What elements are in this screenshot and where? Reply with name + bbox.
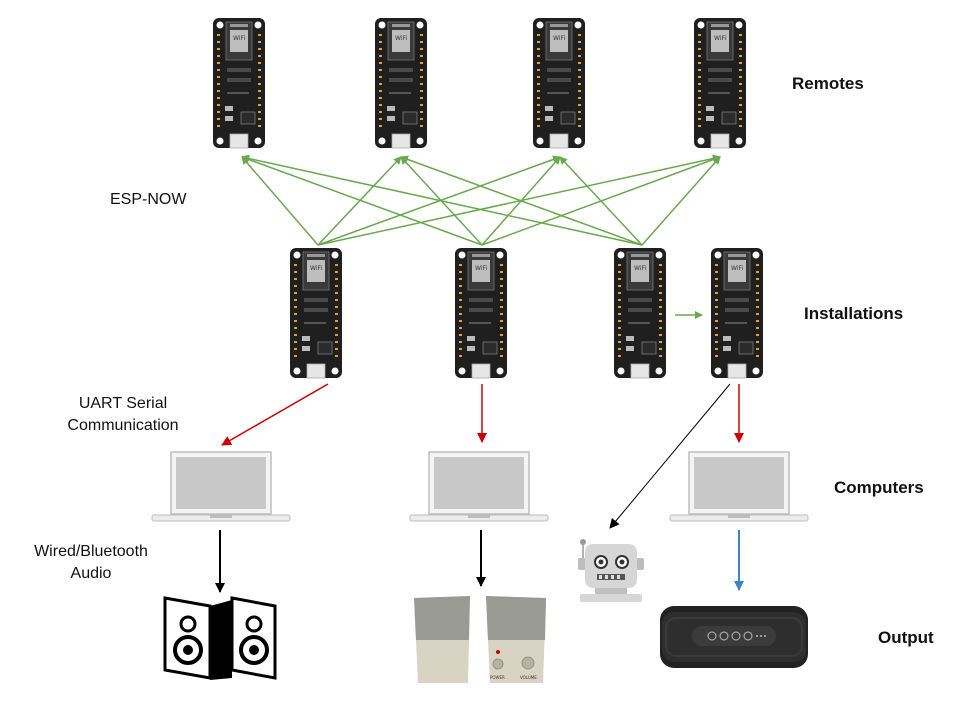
bookshelf-speakers-icon <box>163 596 277 680</box>
audio-label: Wired/Bluetooth Audio <box>24 541 158 585</box>
tier-label-installations: Installations <box>804 304 904 323</box>
tier-label-remotes: Remotes <box>792 74 864 93</box>
uart-label: UART Serial Communication <box>58 393 188 437</box>
esp32-board-icon <box>454 247 508 379</box>
audio-label-line1: Wired/Bluetooth <box>34 543 148 560</box>
remote-boards <box>212 17 747 149</box>
espnow-label: ESP-NOW <box>110 191 187 208</box>
uart-label-line2: Communication <box>67 417 179 434</box>
esp32-board-icon <box>613 247 667 379</box>
bluetooth-speaker-icon <box>660 606 808 668</box>
esp32-board-icon <box>710 247 764 379</box>
uart-label-line1: UART Serial <box>78 395 168 412</box>
esp32-board-icon <box>289 247 343 379</box>
speaker-power-label: POWER <box>490 675 505 680</box>
computers <box>151 451 809 522</box>
robot-icon <box>578 539 644 602</box>
laptop-icon <box>409 451 549 522</box>
esp32-board-icon <box>693 17 747 149</box>
laptop-icon <box>669 451 809 522</box>
uart-links <box>221 383 744 529</box>
installation-boards <box>289 247 764 379</box>
esp32-board-icon <box>532 17 586 149</box>
esp32-board-icon <box>212 17 266 149</box>
laptop-icon <box>151 451 291 522</box>
esp32-board-icon <box>374 17 428 149</box>
tier-label-output: Output <box>878 628 934 647</box>
tier-label-computers: Computers <box>834 478 924 497</box>
espnow-links <box>241 154 721 319</box>
audio-label-line2: Audio <box>70 565 112 582</box>
pc-speakers-icon: POWER VOLUME <box>414 596 546 683</box>
audio-links <box>215 530 744 593</box>
speaker-volume-label: VOLUME <box>520 675 537 680</box>
